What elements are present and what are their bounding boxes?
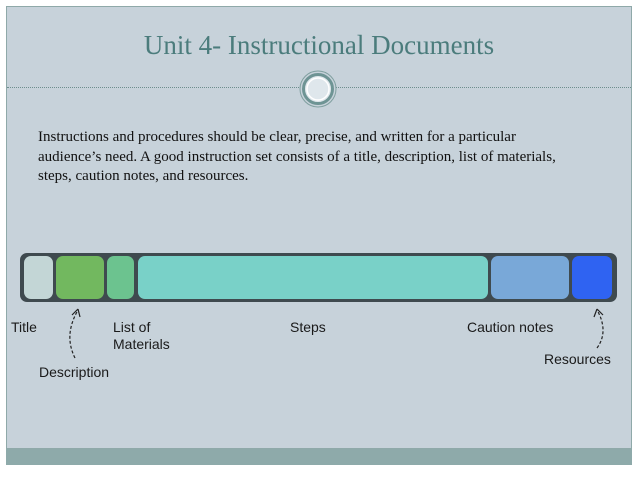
label-list-of-materials-line1: List of (113, 319, 151, 335)
segment-list-of-materials (107, 256, 134, 299)
label-list-of-materials: List of Materials (113, 319, 170, 353)
segment-resources (572, 256, 612, 299)
body-text: Instructions and procedures should be cl… (38, 129, 556, 184)
document-structure-bar (20, 253, 617, 302)
segment-title (24, 256, 53, 299)
ring-ornament-icon (299, 70, 337, 108)
label-resources: Resources (544, 351, 611, 367)
segment-caution-notes (491, 256, 569, 299)
label-steps: Steps (290, 319, 326, 335)
segment-description (56, 256, 104, 299)
label-caution-notes: Caution notes (467, 319, 554, 335)
footer-band (6, 449, 632, 465)
label-title: Title (11, 319, 37, 335)
slide-title: Unit 4- Instructional Documents (143, 30, 495, 60)
label-list-of-materials-line2: Materials (113, 336, 170, 352)
segment-steps (138, 256, 488, 299)
label-description: Description (39, 364, 110, 380)
